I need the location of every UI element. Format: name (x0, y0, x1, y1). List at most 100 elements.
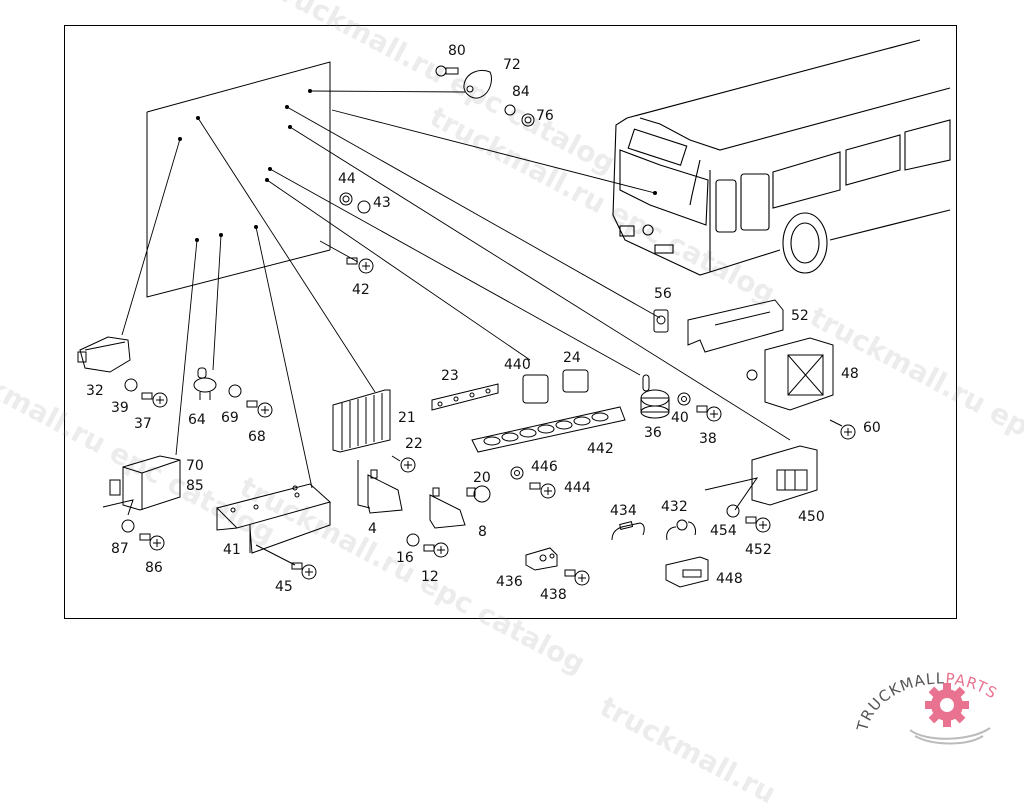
part-80-bolt (435, 65, 459, 77)
part-76-nut (521, 113, 535, 127)
label-part-52: 52 (791, 308, 809, 324)
label-part-36: 36 (644, 425, 662, 441)
part-37-screw (141, 392, 168, 408)
part-22-screw (391, 455, 416, 473)
part-43-washer (357, 200, 371, 214)
label-part-21: 21 (398, 410, 416, 426)
part-44-nut (339, 192, 353, 206)
label-part-23: 23 (441, 368, 459, 384)
label-part-8: 8 (478, 524, 487, 540)
label-part-440: 440 (504, 357, 531, 373)
label-part-38: 38 (699, 431, 717, 447)
label-part-41: 41 (223, 542, 241, 558)
part-70-relay (102, 455, 181, 516)
label-part-85: 85 (186, 478, 204, 494)
part-4-relay (357, 460, 403, 514)
part-434-fuse (611, 521, 645, 541)
part-56-bracket (653, 309, 669, 333)
part-446-washer (510, 466, 524, 480)
part-450-module (704, 445, 818, 511)
logo-graphic: TRUCKMALLPARTS (853, 669, 1000, 745)
label-part-32: 32 (86, 383, 104, 399)
label-part-442: 442 (587, 441, 614, 457)
label-part-86: 86 (145, 560, 163, 576)
label-part-56: 56 (654, 286, 672, 302)
label-part-44: 44 (338, 171, 356, 187)
label-part-43: 43 (373, 195, 391, 211)
label-part-76: 76 (536, 108, 554, 124)
label-part-452: 452 (745, 542, 772, 558)
label-part-39: 39 (111, 400, 129, 416)
leader-dots (178, 89, 657, 242)
part-21-fuse-box (332, 389, 391, 453)
label-part-16: 16 (396, 550, 414, 566)
gear-icon (925, 683, 969, 727)
part-64-switch (193, 367, 217, 400)
label-part-446: 446 (531, 459, 558, 475)
part-452-screw (745, 516, 771, 533)
label-part-12: 12 (421, 569, 439, 585)
part-48-control-unit (746, 337, 834, 411)
part-60-screw (829, 419, 856, 440)
label-part-68: 68 (248, 429, 266, 445)
label-part-84: 84 (512, 84, 530, 100)
part-432-bulb (666, 519, 696, 541)
label-part-40: 40 (671, 410, 689, 426)
label-part-37: 37 (134, 416, 152, 432)
label-part-448: 448 (716, 571, 743, 587)
label-part-436: 436 (496, 574, 523, 590)
part-23-terminal-strip (431, 383, 499, 411)
truckmall-parts-logo: TRUCKMALLPARTS (853, 650, 1020, 750)
part-20-plug (466, 485, 491, 503)
label-part-450: 450 (798, 509, 825, 525)
parts-diagram (77, 39, 951, 588)
label-part-80: 80 (448, 43, 466, 59)
part-36-ignition-switch (640, 374, 670, 419)
label-part-24: 24 (563, 350, 581, 366)
label-part-45: 45 (275, 579, 293, 595)
label-part-4: 4 (368, 521, 377, 537)
leader-lines (121, 90, 791, 489)
part-39-washer (124, 378, 138, 392)
part-16-washer (406, 533, 420, 547)
label-part-64: 64 (188, 412, 206, 428)
swoosh-icon (909, 727, 991, 745)
label-part-454: 454 (710, 523, 737, 539)
label-part-432: 432 (661, 499, 688, 515)
label-part-22: 22 (405, 436, 423, 452)
label-part-70: 70 (186, 458, 204, 474)
part-69-washer (228, 384, 242, 398)
part-24-relay (562, 369, 589, 393)
part-442-relay-plate (471, 406, 626, 453)
part-436-connector (525, 547, 558, 571)
label-part-444: 444 (564, 480, 591, 496)
part-42-screw (346, 257, 374, 274)
part-448-housing (665, 556, 709, 588)
label-part-438: 438 (540, 587, 567, 603)
part-72-horn (463, 70, 492, 99)
label-part-87: 87 (111, 541, 129, 557)
part-40-washer (677, 392, 691, 406)
label-part-72: 72 (503, 57, 521, 73)
part-444-screw (529, 482, 556, 499)
part-52-cover (687, 299, 784, 353)
part-86-screw (139, 533, 165, 551)
part-440-relay (522, 374, 549, 404)
part-438-screw (564, 569, 590, 586)
part-41-bracket (216, 483, 332, 554)
part-45-screw (255, 544, 317, 580)
part-32-relay (77, 336, 131, 373)
part-38-screw (696, 405, 722, 422)
part-454-washer (726, 504, 740, 518)
part-84-washer (504, 104, 516, 116)
bus-illustration (612, 39, 951, 276)
label-part-434: 434 (610, 503, 637, 519)
label-part-42: 42 (352, 282, 370, 298)
part-8-relay (429, 487, 466, 529)
mounting-panel (146, 61, 331, 298)
label-part-69: 69 (221, 410, 239, 426)
part-87-washer (121, 519, 135, 533)
part-68-screw (246, 400, 273, 418)
label-part-60: 60 (863, 420, 881, 436)
label-part-48: 48 (841, 366, 859, 382)
